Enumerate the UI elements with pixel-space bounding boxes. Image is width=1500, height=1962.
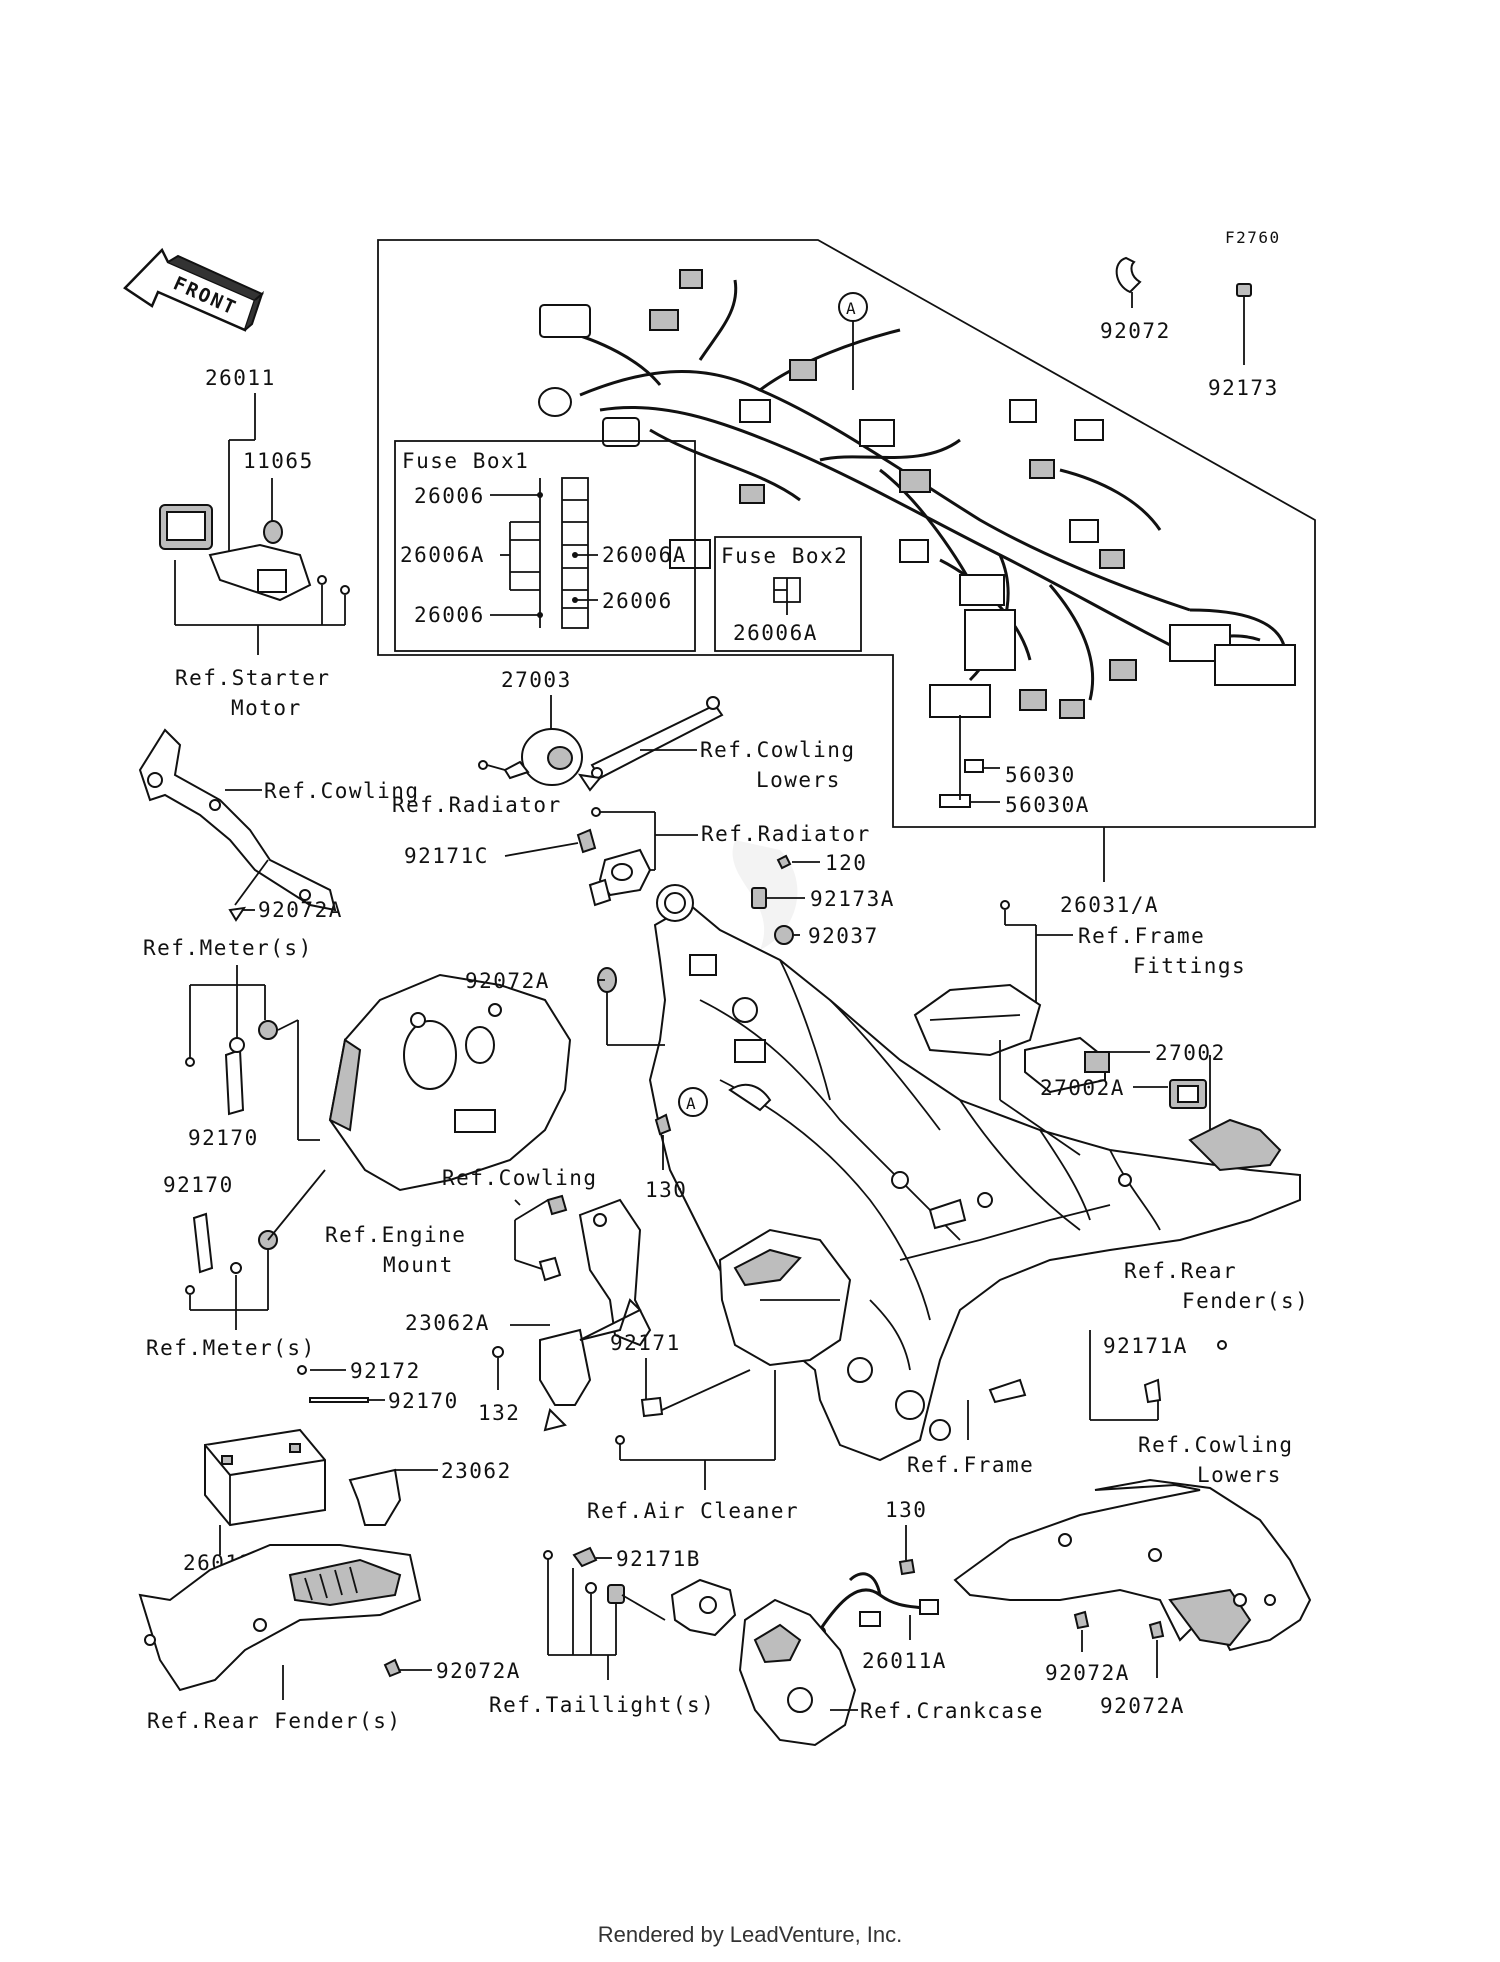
cowling-lowers-bracket-top (577, 696, 724, 792)
clip-92173: 92173 (1208, 283, 1279, 400)
taillight-bracket (670, 1578, 737, 1637)
part-92170-a: 92170 (188, 1126, 259, 1150)
radiator-bracket (576, 828, 652, 907)
air-cleaner-housing (718, 1228, 852, 1367)
meter-mount-upper (185, 1020, 278, 1116)
part-27002: 27002 (1155, 1041, 1226, 1065)
bracket-23062a (539, 1298, 642, 1432)
crankcase-cover (738, 1598, 857, 1747)
part-92072: 92072 (1100, 319, 1171, 343)
part-27002a: 27002A (1040, 1076, 1125, 1100)
meter-mount-lower (185, 1212, 278, 1295)
part-92173: 92173 (1208, 376, 1279, 400)
part-92072a-mid: 92072A (465, 969, 550, 993)
rear-fender-battery-case (138, 1544, 422, 1692)
part-11065: 11065 (243, 449, 314, 473)
ref-rear-fender-right-line1: Ref.Rear (1124, 1259, 1237, 1283)
part-92072a-left: 92072A (258, 898, 343, 922)
ref-cowling-left: Ref.Cowling (264, 779, 420, 803)
ref-cowling-mid: Ref.Cowling (442, 1166, 598, 1190)
part-26011: 26011 (205, 366, 276, 390)
part-26031a: 26031/A (1060, 893, 1159, 917)
battery-hold-23062 (348, 1468, 402, 1526)
part-92072a-bottom-left: 92072A (436, 1659, 521, 1683)
fuse-box-2: Fuse Box2 26006A (714, 536, 862, 652)
fuse-box-2-label: 26006A (733, 621, 818, 645)
ref-meter-top: Ref.Meter(s) (143, 936, 313, 960)
main-wiring-harness-drawing (538, 269, 1296, 719)
fuse-box-1-label-26006-bottom: 26006 (414, 603, 485, 627)
label-56030-group: 56030 56030A (939, 715, 1090, 817)
starter-relay-26011 (159, 504, 350, 602)
footer-credit: Rendered by LeadVenture, Inc. (597, 1922, 903, 1947)
meter-cowling-inner (328, 973, 572, 1192)
fuse-box-1-label-26006-top: 26006 (414, 484, 485, 508)
callout-a-harness-label: A (846, 299, 857, 318)
part-92171c: 92171C (404, 844, 489, 868)
ref-meter-bottom: Ref.Meter(s) (146, 1336, 316, 1360)
ref-rear-fender-right-line2: Fender(s) (1182, 1289, 1309, 1313)
part-92170-b: 92170 (163, 1173, 234, 1197)
part-120: 120 (825, 851, 867, 875)
part-23062: 23062 (441, 1459, 512, 1483)
relay-27002a (1169, 1079, 1207, 1109)
ref-cowling-lowers-bottom-line2: Lowers (1197, 1463, 1282, 1487)
part-92072a-bottom-right-1: 92072A (1045, 1661, 1130, 1685)
part-92172: 92172 (350, 1359, 421, 1383)
ref-cowling-lowers-top-line2: Lowers (756, 768, 841, 792)
ref-frame-fittings-line1: Ref.Frame (1078, 924, 1205, 948)
part-92171a: 92171A (1103, 1334, 1188, 1358)
ref-frame-fittings-line2: Fittings (1133, 954, 1246, 978)
ref-starter-motor-line1: Ref.Starter (175, 666, 331, 690)
fuse-box-1-title: Fuse Box1 (402, 449, 529, 473)
callout-a-harness: A (838, 292, 868, 390)
part-27003: 27003 (501, 668, 572, 692)
callout-a-frame-label: A (686, 1094, 697, 1113)
cowling-lowers-panel (953, 1478, 1312, 1652)
front-arrow-icon: FRONT (123, 247, 265, 332)
ref-frame: Ref.Frame (907, 1453, 1034, 1477)
fuse-box-2-title: Fuse Box2 (721, 544, 848, 568)
part-23062a: 23062A (405, 1311, 490, 1335)
ref-rear-fender-left: Ref.Rear Fender(s) (147, 1709, 402, 1733)
part-130-bottom: 130 (885, 1498, 927, 1522)
part-26011a: 26011A (862, 1649, 947, 1673)
ref-cowling-lowers-bottom-line1: Ref.Cowling (1138, 1433, 1294, 1457)
engine-mount-bracket (538, 1194, 652, 1347)
ref-crankcase: Ref.Crankcase (860, 1699, 1044, 1723)
fuse-box-1-label-26006-right: 26006 (602, 589, 673, 613)
ref-radiator-1: Ref.Radiator (392, 793, 562, 817)
cowling-bracket-left (138, 728, 337, 922)
part-92072a-bottom-right-2: 92072A (1100, 1694, 1185, 1718)
ref-engine-mount-line2: Mount (383, 1253, 454, 1277)
battery-26012 (204, 1428, 326, 1527)
ref-engine-mount-line1: Ref.Engine (325, 1223, 466, 1247)
part-56030a: 56030A (1005, 793, 1090, 817)
cable-tie-92072: 92072 (1100, 256, 1171, 343)
horn-27003 (478, 728, 583, 786)
fuse-box-1-label-26006a-right: 26006A (602, 543, 687, 567)
fuse-box-1: Fuse Box1 26006 26006A 26006 26006A 2600… (394, 440, 696, 652)
ref-starter-motor-line2: Motor (231, 696, 302, 720)
ref-air-cleaner: Ref.Air Cleaner (587, 1499, 799, 1523)
figure-code: F2760 (1225, 228, 1281, 247)
part-92171: 92171 (610, 1331, 681, 1355)
fuse-box-1-label-26006a-left: 26006A (400, 543, 485, 567)
part-130-mid: 130 (645, 1178, 687, 1202)
part-92037: 92037 (808, 924, 879, 948)
part-56030: 56030 (1005, 763, 1076, 787)
sub-harness-26011a (814, 1572, 939, 1638)
frame-fittings-tray (913, 983, 1042, 1057)
ecu-27002 (1024, 1036, 1110, 1094)
part-92170-c: 92170 (388, 1389, 459, 1413)
callout-a-frame: A (678, 1087, 708, 1117)
part-132: 132 (478, 1401, 520, 1425)
part-92171b: 92171B (616, 1547, 701, 1571)
ref-radiator-2: Ref.Radiator (701, 822, 871, 846)
ref-taillight: Ref.Taillight(s) (489, 1693, 715, 1717)
part-92173a: 92173A (810, 887, 895, 911)
ref-cowling-lowers-top-line1: Ref.Cowling (700, 738, 856, 762)
